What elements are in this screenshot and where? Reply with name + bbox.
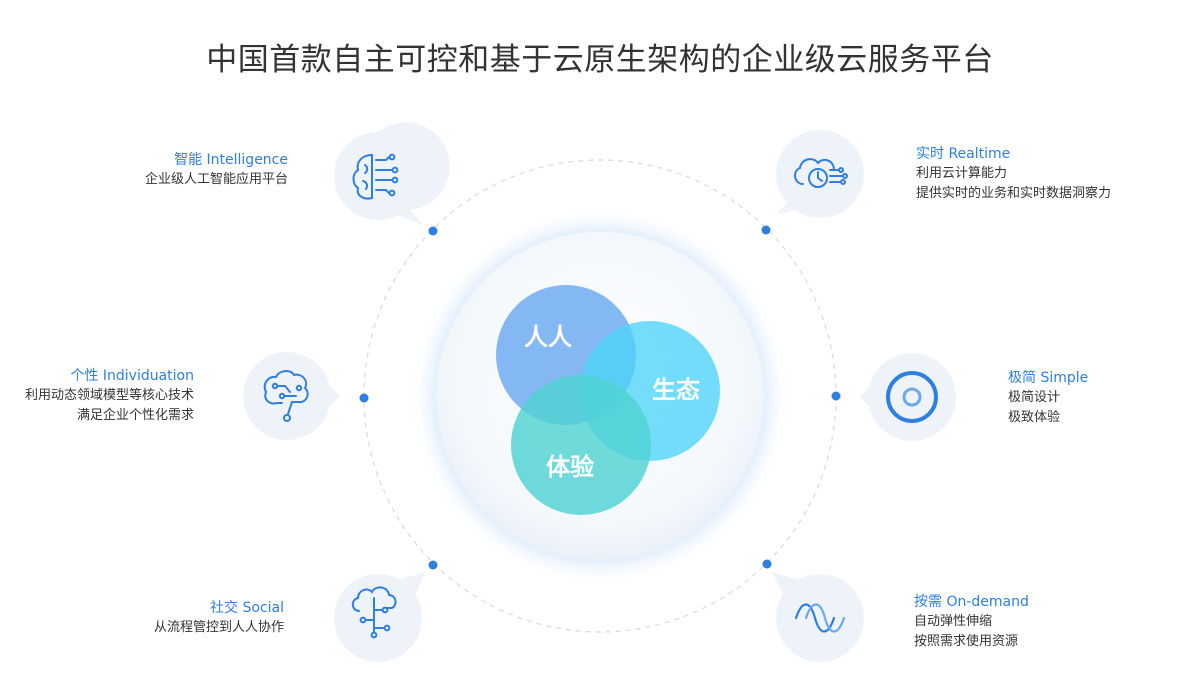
icon-bubble-realtime (776, 130, 864, 218)
feature-title: 极简 Simple (1008, 370, 1089, 386)
brain-circuit-icon (352, 153, 399, 200)
cloud-network-icon (351, 586, 397, 639)
feature-desc: 自动弹性伸缩 (914, 614, 993, 629)
orbit-dots (359, 225, 841, 570)
feature-desc: 极简设计 (1008, 390, 1061, 405)
venn-label-a: 人人 (524, 323, 572, 351)
feature-desc: 按照需求使用资源 (914, 634, 1019, 649)
feature-realtime: 实时 Realtime 利用云计算能力 提供实时的业务和实时数据洞察力 (916, 144, 1196, 204)
icon-bubble-simple (860, 353, 956, 441)
feature-social: 社交 Social 从流程管控到人人协作 (0, 598, 284, 638)
feature-title: 个性 Individuation (70, 368, 194, 384)
feature-desc: 满足企业个性化需求 (76, 408, 194, 423)
icon-bubble-individuation (243, 352, 340, 440)
feature-title: 按需 On-demand (914, 594, 1029, 610)
orbit-dot (761, 225, 771, 235)
feature-desc: 从流程管控到人人协作 (153, 620, 284, 635)
ring-icon (886, 371, 938, 423)
icon-bubble-social (334, 572, 425, 662)
icon-bubble-intelligence (334, 122, 450, 226)
feature-desc: 利用动态领域模型等核心技术 (24, 388, 194, 403)
venn-label-c: 体验 (546, 453, 594, 481)
wave-icon (794, 603, 846, 633)
orbit-dot (428, 226, 438, 236)
feature-simple: 极简 Simple 极简设计 极致体验 (1008, 368, 1188, 428)
orbit-dot (831, 391, 841, 401)
orbit-dot (762, 559, 772, 569)
venn-label-b: 生态 (652, 376, 700, 404)
feature-title: 社交 Social (210, 600, 284, 616)
orbit-dot (359, 393, 369, 403)
brain-head-icon (263, 370, 309, 422)
feature-desc: 利用云计算能力 (916, 166, 1008, 181)
venn-diagram: 人人 生态 体验 (496, 285, 720, 515)
feature-title: 智能 Intelligence (174, 152, 288, 168)
feature-desc: 极致体验 (1008, 410, 1061, 425)
feature-desc: 企业级人工智能应用平台 (144, 172, 288, 187)
feature-ondemand: 按需 On-demand 自动弹性伸缩 按照需求使用资源 (914, 592, 1174, 652)
feature-intelligence: 智能 Intelligence 企业级人工智能应用平台 (0, 150, 288, 190)
page-title: 中国首款自主可控和基于云原生架构的企业级云服务平台 (206, 42, 994, 78)
feature-title: 实时 Realtime (916, 146, 1011, 162)
icon-bubble-ondemand (772, 572, 864, 662)
feature-desc: 提供实时的业务和实时数据洞察力 (916, 186, 1112, 201)
orbit-dot (428, 560, 438, 570)
venn-circle-c (511, 375, 651, 515)
cloud-clock-icon (794, 158, 848, 188)
feature-individuation: 个性 Individuation 利用动态领域模型等核心技术 满足企业个性化需求 (0, 366, 194, 426)
